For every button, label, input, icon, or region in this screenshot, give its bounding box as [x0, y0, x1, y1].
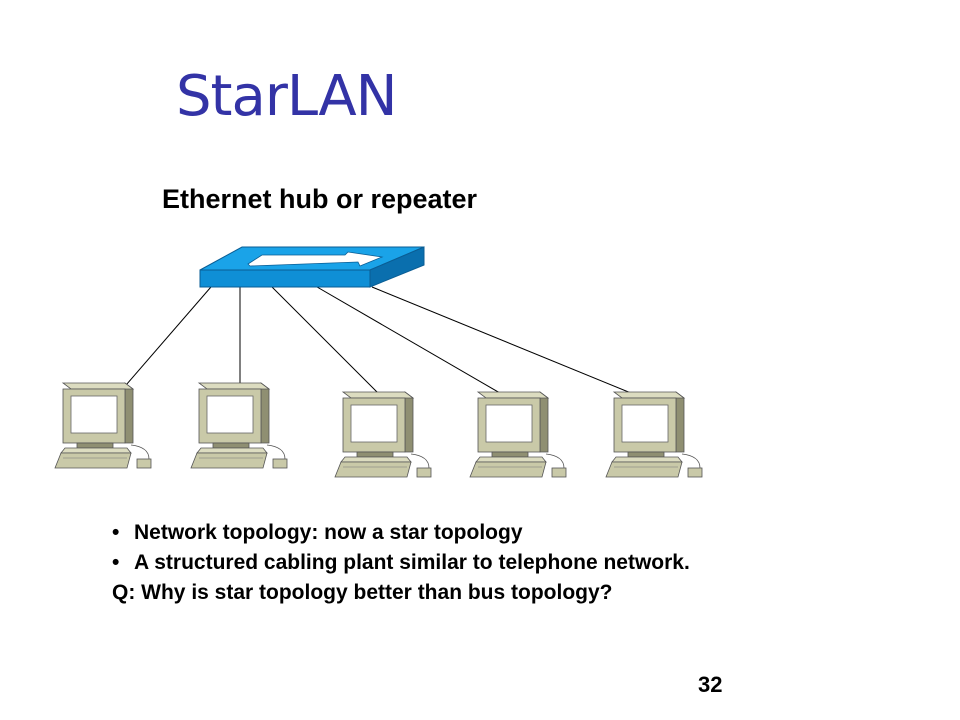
desktop-computer-icon	[334, 391, 432, 478]
bullet-text: A structured cabling plant similar to te…	[134, 551, 690, 574]
desktop-computer-icon	[54, 382, 152, 469]
cables	[119, 279, 649, 401]
slide-title: StarLAN	[176, 64, 398, 129]
bullet-item: • A structured cabling plant similar to t…	[112, 548, 690, 578]
cable-5	[371, 286, 649, 401]
bullet-list: • Network topology: now a star topology •…	[112, 518, 690, 608]
bullet-marker: •	[112, 521, 120, 544]
hub-label: Ethernet hub or repeater	[162, 184, 478, 214]
hub-icon	[199, 246, 425, 288]
bullet-item: • Network topology: now a star topology	[112, 518, 690, 548]
page-number: 32	[698, 672, 723, 697]
question-item: Q: Why is star topology better than bus …	[112, 578, 690, 608]
question-text: Q: Why is star topology better than bus …	[112, 581, 613, 604]
desktop-computer-icon	[605, 391, 703, 478]
bullet-text: Network topology: now a star topology	[134, 521, 523, 544]
computers	[54, 382, 703, 478]
cable-3	[271, 286, 386, 401]
cable-1	[119, 279, 218, 393]
cable-4	[304, 279, 513, 401]
desktop-computer-icon	[190, 382, 288, 469]
bullet-marker: •	[112, 551, 120, 574]
desktop-computer-icon	[469, 391, 567, 478]
